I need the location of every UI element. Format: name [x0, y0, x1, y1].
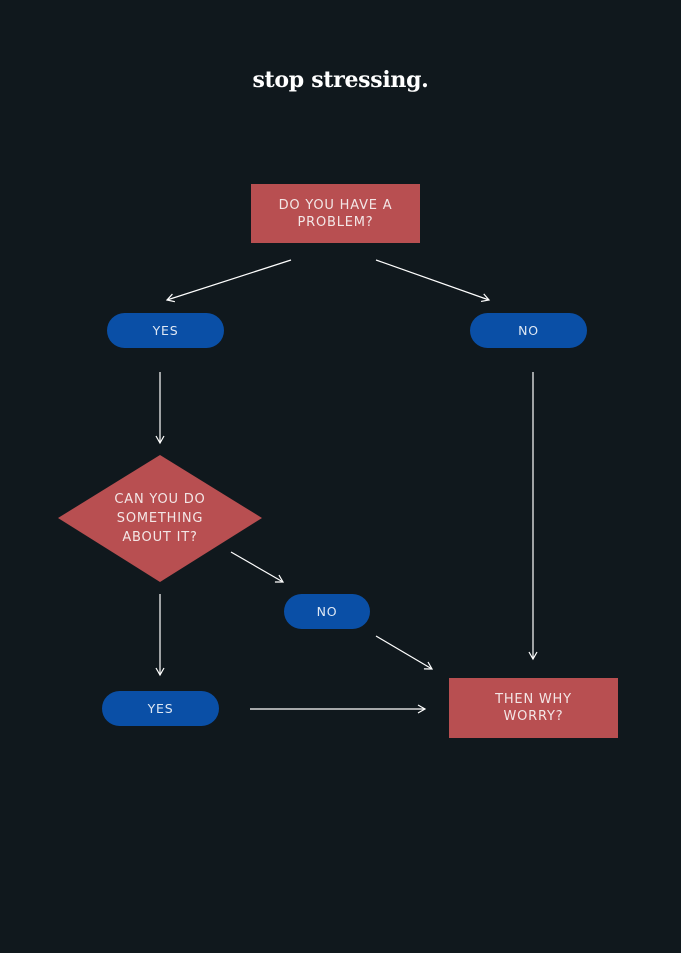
node-yes-2-label: YES [147, 701, 174, 716]
node-yes-1: YES [107, 313, 224, 348]
node-no-2-label: NO [316, 604, 338, 619]
node-have-problem-label: DO YOU HAVE A PROBLEM? [278, 197, 393, 230]
arrow-problem-to-yes [165, 259, 292, 303]
page-title: stop stressing. [252, 67, 429, 93]
node-yes-1-label: YES [152, 323, 179, 338]
node-no-2: NO [284, 594, 370, 629]
node-yes-2: YES [102, 691, 219, 726]
node-no-1: NO [470, 313, 587, 348]
node-can-you-do-label: CAN YOU DO SOMETHING ABOUT IT? [114, 491, 206, 545]
node-then-why-worry-label: THEN WHY WORRY? [495, 692, 572, 724]
node-no-1-label: NO [518, 323, 539, 338]
decision-diamond [58, 455, 262, 582]
arrow-problem-to-no [375, 259, 491, 303]
node-have-problem: DO YOU HAVE A PROBLEM? [251, 184, 420, 243]
node-then-why-worry: THEN WHY WORRY? [449, 678, 618, 738]
arrow-decision-to-no [230, 551, 285, 583]
arrow-no2-to-worry [375, 635, 434, 670]
